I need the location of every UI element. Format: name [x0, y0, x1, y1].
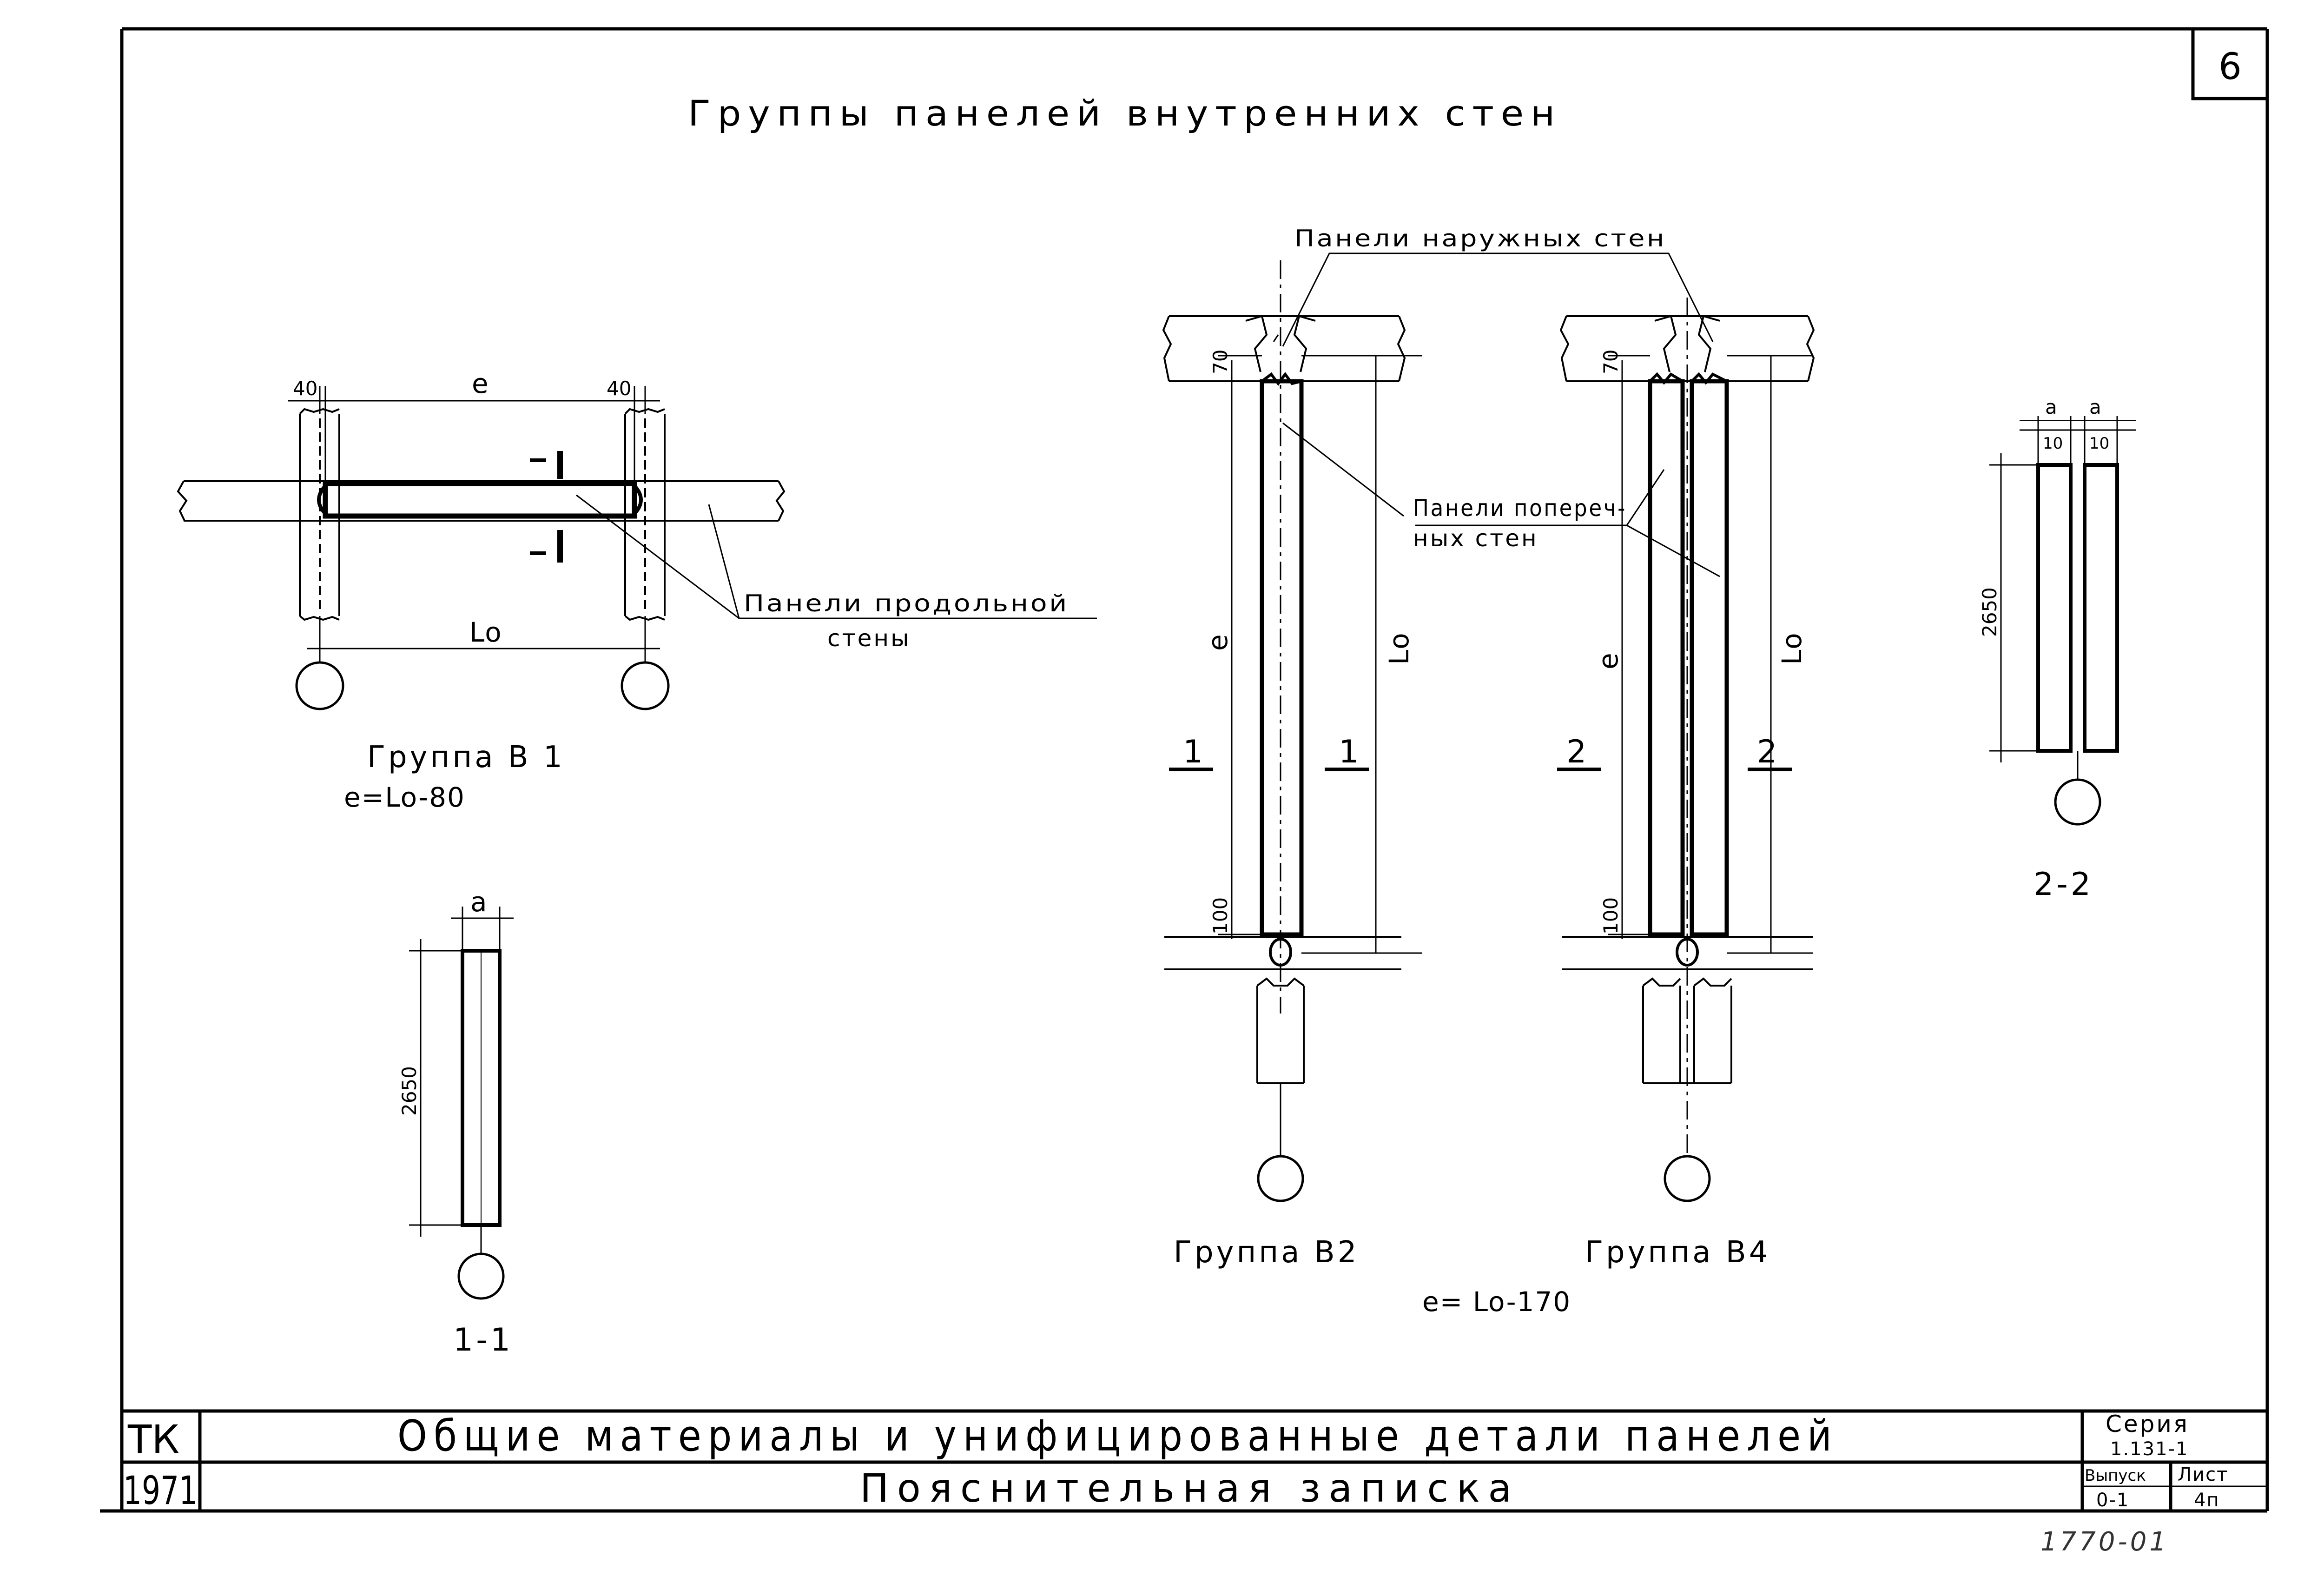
group-b4-axis-bubble	[1664, 1155, 1711, 1202]
group-b4-drawing	[1415, 298, 1815, 1158]
b1-dim-e: e	[472, 368, 489, 399]
b2-dim-e: e	[1202, 633, 1234, 651]
stamp-sheet-label: Лист	[2178, 1464, 2228, 1485]
label-longitudinal-panels-1: Панели продольной	[744, 590, 1069, 617]
formula-b2-b4: e= Lo-170	[1422, 1286, 1571, 1318]
section-2-2-label: 2-2	[2034, 866, 2093, 903]
b2-dim-top: 70	[1209, 350, 1232, 374]
handwritten-note: 1770-01	[2040, 1527, 2169, 1557]
stamp-sheet-value: 4п	[2194, 1490, 2220, 1511]
s22-dim-height: 2650	[1978, 587, 2001, 637]
sheet-number-box: 6	[2191, 29, 2267, 100]
s22-dim-a2: a	[2089, 396, 2101, 418]
b2-dim-lo: Lo	[1383, 632, 1415, 665]
group-b1-formula: e=Lo-80	[344, 782, 465, 813]
section-2-2	[1989, 416, 2136, 781]
sheet-frame	[100, 27, 2269, 1513]
label-transverse-panels-2: ных стен	[1413, 525, 1538, 552]
section-1-1-label: 1-1	[453, 1322, 513, 1358]
stamp-issue-value: 0-1	[2096, 1490, 2129, 1511]
stamp-series-label: Серия	[2106, 1411, 2189, 1438]
section-1-1-axis-bubble	[457, 1252, 505, 1300]
stamp-title-line2: Пояснительная записка	[860, 1465, 1520, 1511]
b4-dim-lo: Lo	[1776, 632, 1808, 665]
group-b1-name: Группа В 1	[367, 740, 565, 775]
b4-section-mark-right: 2	[1757, 734, 1780, 770]
page-title: Группы панелей внутренних стен	[688, 93, 1562, 134]
s11-dim-height: 2650	[398, 1066, 421, 1116]
label-transverse-panels-1: Панели попереч-	[1413, 495, 1627, 522]
b1-dim-right-40: 40	[607, 377, 631, 400]
stamp-issue-label: Выпуск	[2085, 1466, 2146, 1485]
s22-dim-w1: 10	[2043, 434, 2063, 453]
b4-section-mark-left: 2	[1566, 734, 1589, 770]
label-outer-wall-panels: Панели наружных стен	[1294, 225, 1666, 252]
s11-dim-a: a	[470, 886, 488, 918]
group-b4-name: Группа В4	[1585, 1235, 1770, 1270]
sheet-number: 6	[2218, 46, 2242, 88]
group-b1-plan	[177, 386, 1097, 665]
b4-dim-bottom: 100	[1599, 897, 1622, 934]
s22-dim-w2: 10	[2089, 434, 2109, 453]
b1-dim-lo: Lo	[469, 616, 502, 648]
stamp-org: ТК	[127, 1417, 179, 1462]
stamp-year: 1971	[123, 1468, 198, 1513]
stamp-title-line1: Общие материалы и унифицированные детали…	[397, 1411, 1838, 1461]
b2-section-mark-left: 1	[1183, 734, 1206, 770]
group-b2-axis-bubble	[1257, 1155, 1304, 1202]
group-b2-drawing	[1162, 252, 1714, 1158]
stamp-series-value: 1.131-1	[2110, 1438, 2188, 1460]
section-1-1	[409, 907, 514, 1255]
b4-dim-e: e	[1592, 652, 1624, 669]
b2-dim-bottom: 100	[1209, 897, 1232, 934]
group-b1-axis-bubbles	[295, 661, 670, 710]
group-b2-name: Группа В2	[1174, 1235, 1359, 1270]
b4-dim-top: 70	[1599, 350, 1622, 374]
s22-dim-a1: a	[2045, 396, 2057, 418]
label-longitudinal-panels-2: стены	[827, 625, 911, 652]
b2-section-mark-right: 1	[1339, 734, 1361, 770]
b1-dim-left-40: 40	[293, 377, 317, 400]
title-block	[122, 1409, 2267, 1511]
section-2-2-axis-bubble	[2054, 778, 2101, 826]
